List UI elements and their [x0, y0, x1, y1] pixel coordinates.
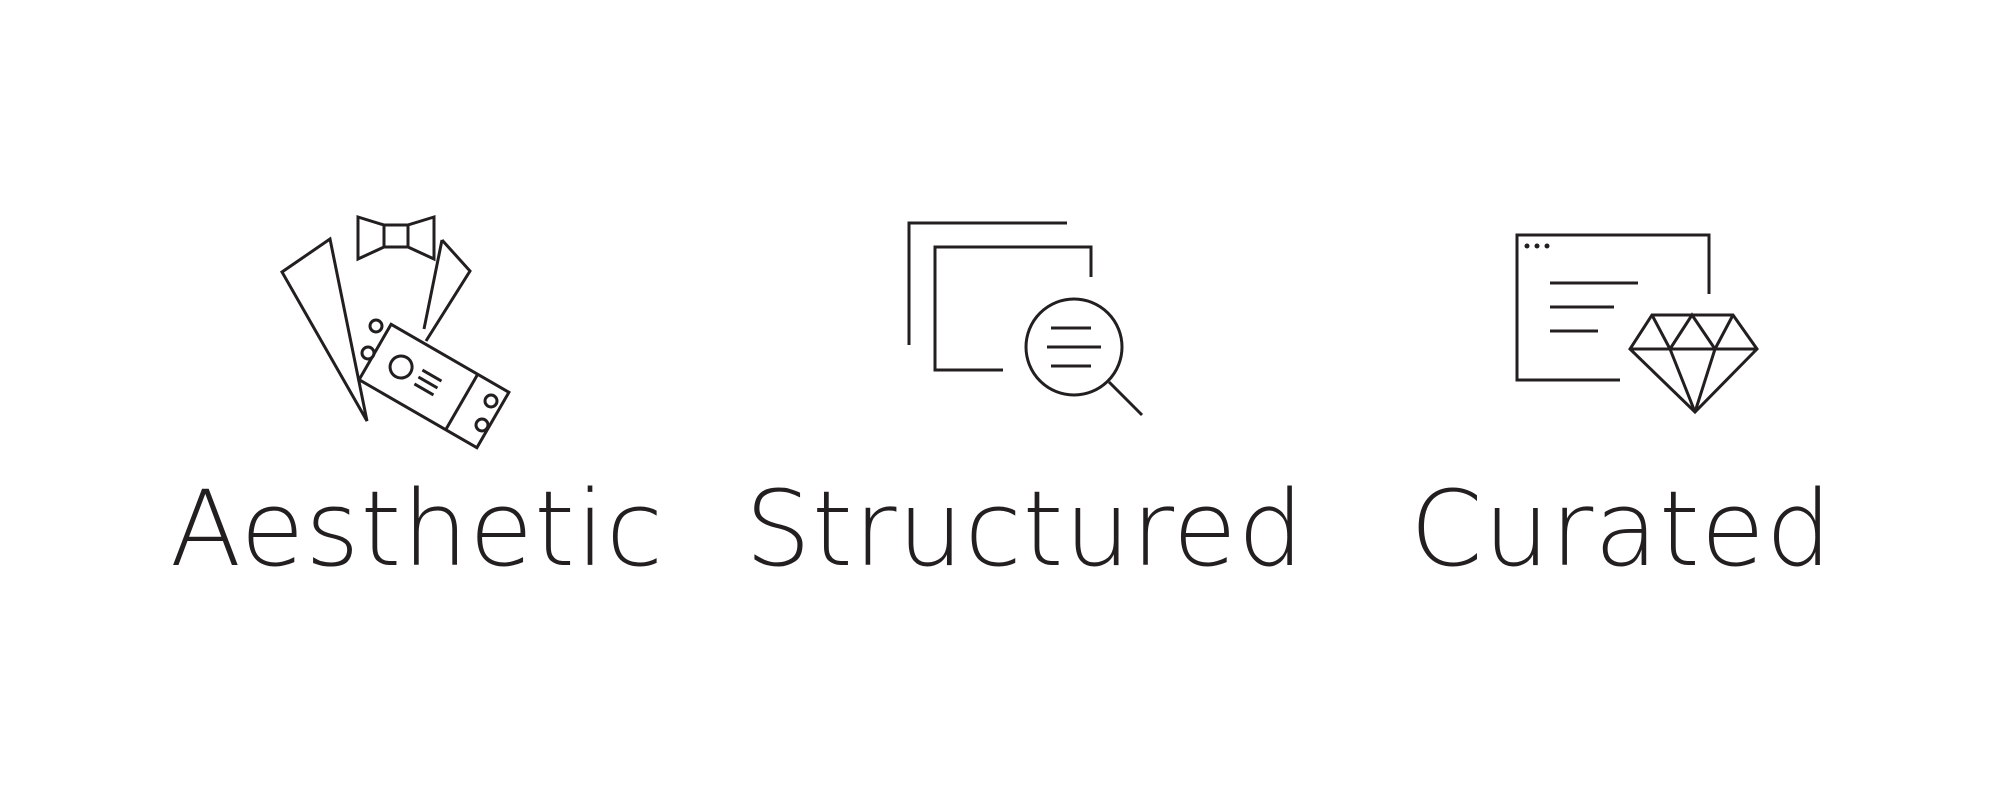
- tuxedo-ticket-icon: [280, 214, 520, 455]
- feature-label-structured: Structured: [745, 468, 1305, 590]
- browser-diamond-icon: [1515, 228, 1765, 428]
- feature-label-aesthetic: Aesthetic: [170, 468, 665, 590]
- feature-label-curated: Curated: [1410, 468, 1833, 590]
- documents-magnifier-icon: [905, 215, 1165, 425]
